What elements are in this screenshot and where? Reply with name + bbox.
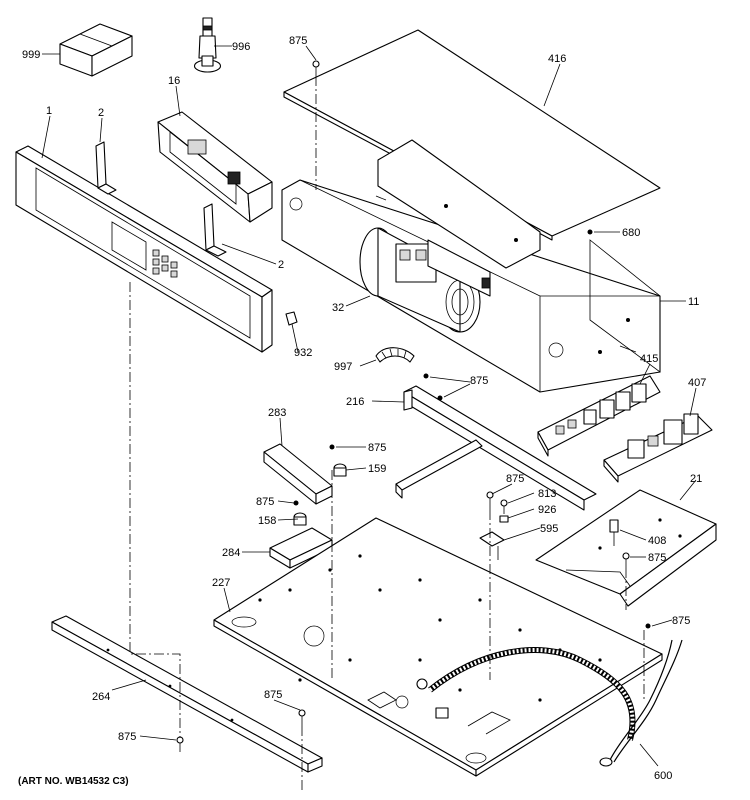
- part-227-base: [213, 517, 663, 777]
- callout-875-a: 875: [470, 375, 488, 387]
- part-283-shield: [263, 443, 333, 505]
- callout-2-mid: 2: [278, 259, 284, 271]
- callout-996: 996: [232, 41, 250, 53]
- screw-875-h: [645, 623, 651, 629]
- part-16-control-board: [157, 111, 273, 223]
- callout-32: 32: [332, 302, 344, 314]
- callout-407: 407: [688, 377, 706, 389]
- part-407-board: [603, 413, 713, 483]
- part-997-cable: [375, 347, 415, 363]
- callout-875-b: 875: [368, 442, 386, 454]
- screw-680: [587, 229, 593, 235]
- callout-216: 216: [346, 396, 364, 408]
- callout-283: 283: [268, 407, 286, 419]
- part-999-box: [59, 23, 133, 77]
- part-32-blower: [359, 227, 491, 333]
- callout-227: 227: [212, 577, 230, 589]
- callout-932: 932: [294, 347, 312, 359]
- callout-158: 158: [258, 515, 276, 527]
- part-2-bracket-mid: [203, 203, 227, 257]
- part-284-bracket: [269, 527, 333, 569]
- callout-600: 600: [654, 770, 672, 782]
- part-159-thermostat: [333, 463, 347, 477]
- screw-875-b: [329, 444, 335, 450]
- callout-159: 159: [368, 463, 386, 475]
- part-595-bracket: [479, 531, 505, 560]
- callout-264: 264: [92, 691, 110, 703]
- callout-875-top: 875: [289, 35, 307, 47]
- callout-labels: 999 996 875 416 1 2 16 2 680 11 32 932 9…: [22, 35, 706, 782]
- screw-875-top: [312, 60, 320, 76]
- part-600-harness: [416, 639, 683, 767]
- screw-875-d: [486, 491, 494, 510]
- callout-595: 595: [540, 523, 558, 535]
- part-996-tube: [193, 17, 222, 73]
- callout-997: 997: [334, 361, 352, 373]
- callout-408: 408: [648, 535, 666, 547]
- callout-875-f: 875: [672, 615, 690, 627]
- callout-2-top: 2: [98, 107, 104, 119]
- callout-875-d: 875: [506, 473, 524, 485]
- callout-875-e: 875: [648, 552, 666, 564]
- screw-875-e: [622, 552, 630, 568]
- part-926-clip: [499, 515, 509, 523]
- screw-875-g: [176, 736, 184, 752]
- callout-415: 415: [640, 353, 658, 365]
- part-2-bracket-top: [95, 141, 117, 195]
- callout-284: 284: [222, 547, 240, 559]
- part-216-rail: [403, 385, 597, 511]
- callout-16: 16: [168, 75, 180, 87]
- screw-875-f: [298, 709, 306, 726]
- callout-875-g: 875: [264, 689, 282, 701]
- part-rail-small: [395, 439, 483, 499]
- callout-875-c: 875: [256, 496, 274, 508]
- callout-11: 11: [688, 296, 699, 308]
- art-number-caption: (ART NO. WB14532 C3): [18, 776, 129, 787]
- leader-lines: [41, 45, 697, 767]
- alignment-lines: [129, 76, 645, 790]
- callout-875-h: 875: [118, 731, 136, 743]
- part-813-screw: [500, 499, 508, 514]
- part-408-hinge: [609, 519, 619, 546]
- callout-926: 926: [538, 504, 556, 516]
- screw-875-c: [293, 500, 299, 506]
- callout-680: 680: [622, 227, 640, 239]
- part-21-cover: [535, 489, 717, 607]
- callout-416: 416: [548, 53, 566, 65]
- callout-21: 21: [690, 473, 702, 485]
- callout-1: 1: [46, 105, 52, 117]
- part-932-clip: [285, 311, 298, 326]
- part-1-control-panel: [15, 145, 273, 353]
- screw-875-a: [423, 373, 443, 401]
- callout-999: 999: [22, 49, 40, 61]
- callout-813: 813: [538, 488, 556, 500]
- part-415-relay-board: [537, 375, 661, 457]
